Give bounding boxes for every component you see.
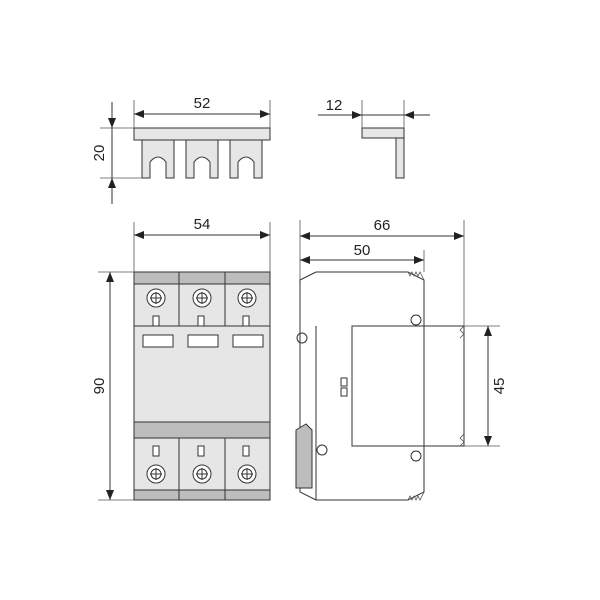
dim-depth-total: 66	[374, 217, 391, 234]
arrowhead-icon	[134, 110, 144, 118]
arrowhead-icon	[106, 490, 114, 500]
side-housing	[299, 271, 425, 501]
terminal-screw-icon	[192, 288, 212, 308]
busbar-side-view: 12	[318, 97, 430, 179]
busbar-pin	[185, 139, 219, 179]
arrowhead-icon	[260, 231, 270, 239]
arrowhead-icon	[260, 110, 270, 118]
busbar-side-bar	[361, 127, 405, 139]
status-window	[187, 334, 219, 348]
busbar-front-view: 52 20	[91, 95, 271, 204]
arrowhead-icon	[404, 111, 414, 119]
mounting-hole	[410, 314, 422, 326]
arrowhead-icon	[134, 231, 144, 239]
arrowhead-icon	[484, 326, 492, 336]
clip	[197, 445, 205, 457]
device-side-view: 66 50 45	[295, 217, 508, 501]
clip	[152, 445, 160, 457]
side-ribs	[407, 491, 425, 501]
terminal-screw-icon	[237, 288, 257, 308]
mounting-hole	[316, 444, 328, 456]
terminal-screw-icon	[146, 464, 166, 484]
arrowhead-icon	[106, 272, 114, 282]
arrowhead-icon	[454, 232, 464, 240]
clip	[197, 315, 205, 327]
clip	[242, 315, 250, 327]
arrowhead-icon	[300, 232, 310, 240]
side-marker	[340, 387, 348, 397]
mounting-hole	[296, 332, 308, 344]
top-cap	[133, 271, 271, 285]
status-window	[142, 334, 174, 348]
arrowhead-icon	[108, 178, 116, 188]
terminal-screw-icon	[237, 464, 257, 484]
dim-busbar-side-width: 12	[326, 97, 343, 114]
clip	[242, 445, 250, 457]
side-module	[351, 325, 465, 447]
arrowhead-icon	[108, 118, 116, 128]
bottom-cap	[133, 489, 271, 501]
side-marker	[340, 377, 348, 387]
module-ribs	[459, 325, 465, 447]
busbar-pin	[141, 139, 175, 179]
dim-depth-front: 50	[354, 242, 371, 259]
dim-device-height: 90	[91, 378, 108, 395]
terminal-screw-icon	[192, 464, 212, 484]
mounting-hole	[410, 450, 422, 462]
busbar-bar	[133, 127, 271, 141]
arrowhead-icon	[300, 256, 310, 264]
dim-device-width: 54	[194, 216, 211, 233]
arrowhead-icon	[414, 256, 424, 264]
side-ribs	[407, 271, 425, 281]
busbar-pin	[229, 139, 263, 179]
busbar-side-pin	[395, 137, 405, 179]
din-clip	[295, 423, 313, 489]
device-front-view: 54 90	[91, 216, 271, 501]
arrowhead-icon	[484, 436, 492, 446]
middle-band	[133, 421, 271, 439]
dim-busbar-width: 52	[194, 95, 211, 112]
dim-busbar-height: 20	[91, 145, 108, 162]
status-window	[232, 334, 264, 348]
dim-rail-height: 45	[491, 378, 508, 395]
arrowhead-icon	[352, 111, 362, 119]
terminal-screw-icon	[146, 288, 166, 308]
clip	[152, 315, 160, 327]
